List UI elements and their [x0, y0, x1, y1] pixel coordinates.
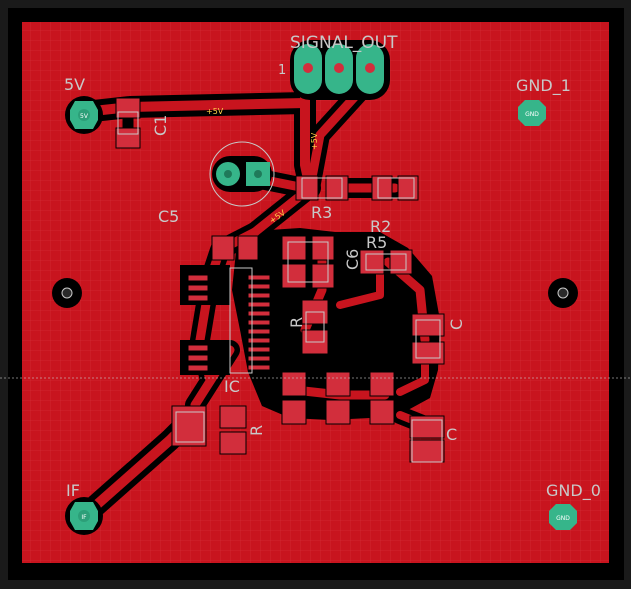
r3-label: R3 [311, 203, 332, 222]
pad-if-label: IF [66, 481, 80, 500]
mounting-hole-left [52, 278, 82, 308]
c6-label: C6 [343, 249, 362, 270]
pad-if[interactable]: IF [65, 497, 103, 535]
pad-gnd-0[interactable]: GND [549, 504, 577, 530]
net-5v-label-b: +5V [310, 132, 319, 150]
c5-pads[interactable] [212, 156, 272, 192]
pad-gnd-1[interactable]: GND [518, 100, 546, 126]
ic-footprint[interactable] [180, 265, 271, 375]
pad-gnd1-label: GND_1 [516, 76, 571, 96]
mounting-hole-right [548, 278, 578, 308]
silkscreen-labels: SIGNAL_OUT 1 5V GND_1 IF GND_0 C1 C5 R3 … [64, 33, 601, 501]
r-center-label: R [287, 317, 306, 328]
c-bottom-label: C [446, 425, 457, 444]
c5-label: C5 [158, 207, 179, 226]
pad-5v[interactable]: 5V [65, 96, 103, 134]
pad-if-hole-label: IF [81, 514, 87, 521]
pad-5v-hole-label: 5V [80, 113, 89, 120]
pad-gnd0-hole-label: GND [556, 515, 570, 522]
c-right-label: C [447, 319, 466, 330]
connector-pin1-label: 1 [278, 63, 286, 78]
silkscreen-outlines [117, 111, 443, 463]
r-bottom-label: R [247, 425, 266, 436]
c1-label: C1 [151, 115, 170, 136]
ic-label: IC [224, 377, 240, 396]
r2-label: R2 [370, 217, 391, 236]
net-5v-label-a: +5V [206, 107, 224, 116]
signal-out-label: SIGNAL_OUT [290, 33, 398, 53]
pad-5v-label: 5V [64, 75, 85, 94]
pad-gnd0-label: GND_0 [546, 481, 601, 501]
signal-out-connector[interactable] [290, 40, 390, 100]
r5-label: R5 [366, 233, 387, 252]
pad-gnd1-hole-label: GND [525, 111, 539, 118]
